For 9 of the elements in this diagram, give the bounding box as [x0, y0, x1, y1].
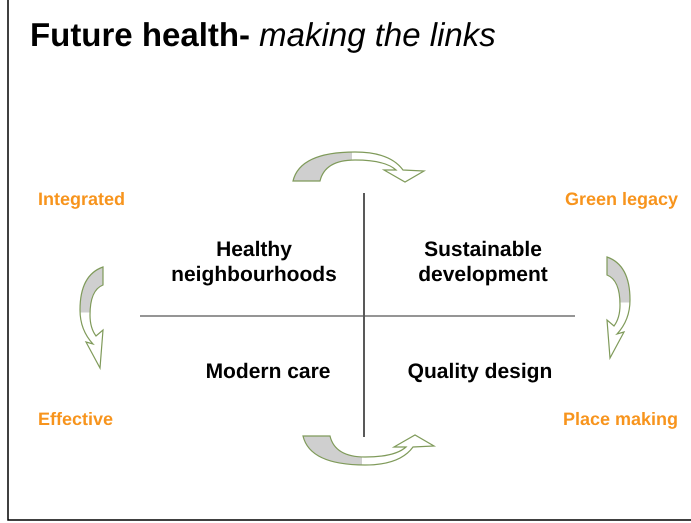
corner-label: Green legacy	[564, 189, 678, 211]
corner-label: Place making	[562, 409, 678, 431]
corner-label: Integrated	[38, 189, 126, 211]
corner-label: Effective	[38, 409, 114, 431]
slide-title: Future health- making the links	[30, 16, 496, 54]
quadrant-label: Modern care	[204, 359, 332, 385]
quadrant-label: Sustainable development	[417, 236, 549, 288]
quadrant-label: Quality design	[406, 359, 554, 385]
quadrant-label: Healthy neighbourhoods	[170, 236, 338, 288]
